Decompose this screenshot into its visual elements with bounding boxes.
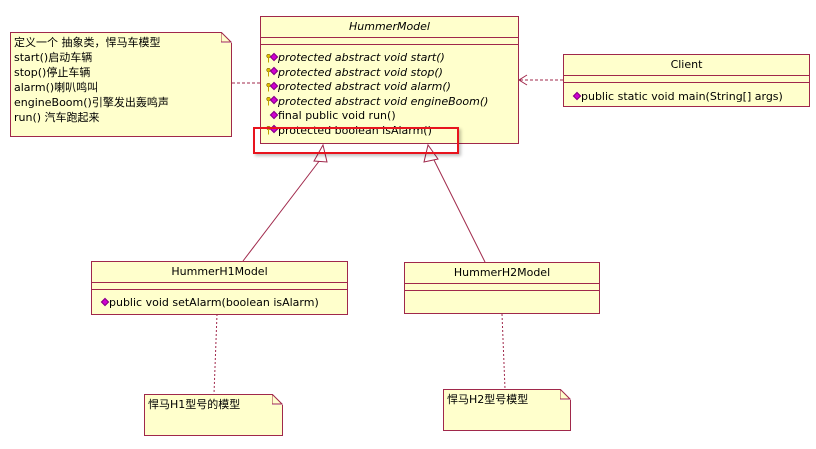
public-diamond-icon: [265, 110, 279, 122]
note-line: engineBoom()引擎发出轰鸣声: [14, 96, 169, 109]
client-dependency-arrow: [518, 74, 563, 86]
class-hummer-model[interactable]: HummerModel protected abstract void star…: [260, 16, 519, 144]
note-fold: [559, 387, 572, 400]
note-line: 定义一个 抽象类，悍马车模型: [14, 36, 161, 49]
protected-key-icon: [265, 96, 279, 107]
protected-key-icon: [265, 52, 279, 64]
note-line: alarm()喇叭鸣叫: [14, 81, 99, 94]
operations-compartment: protected abstract void start() protecte…: [261, 45, 518, 138]
attributes-compartment: [405, 284, 599, 291]
note-text: 悍马H1型号的模型: [148, 398, 241, 411]
note-h1-anchor: [213, 313, 218, 395]
note-line: start()启动车辆: [14, 51, 93, 64]
protected-key-icon: [265, 67, 279, 78]
class-name: HummerH2Model: [405, 263, 599, 284]
note-fold: [271, 392, 284, 405]
note-hummer-model: 定义一个 抽象类，悍马车模型 start()启动车辆 stop()停止车辆 al…: [10, 30, 233, 137]
note-text: 悍马H2型号模型: [447, 393, 529, 406]
note-h2: 悍马H2型号模型: [443, 387, 572, 431]
class-client[interactable]: Client public static void main(String[] …: [563, 54, 810, 107]
operation-main[interactable]: public static void main(String[] args): [564, 90, 809, 105]
operation-set-alarm[interactable]: public void setAlarm(boolean isAlarm): [92, 296, 347, 311]
highlight-box: [253, 127, 459, 154]
note-fold: [220, 30, 233, 43]
attributes-compartment: [92, 283, 347, 290]
note-h2-anchor: [501, 313, 506, 390]
public-diamond-icon: [568, 91, 582, 103]
h2-generalization-arrow: [423, 143, 486, 263]
note-h1: 悍马H1型号的模型: [144, 392, 284, 436]
h1-generalization-arrow: [242, 143, 328, 262]
attributes-compartment: [564, 76, 809, 83]
operation-run[interactable]: final public void run(): [261, 109, 518, 124]
class-hummer-h2-model[interactable]: HummerH2Model: [404, 262, 600, 314]
operation-start[interactable]: protected abstract void start(): [261, 51, 518, 66]
class-name: HummerModel: [261, 17, 518, 38]
operations-compartment: public void setAlarm(boolean isAlarm): [92, 290, 347, 311]
class-name: HummerH1Model: [92, 262, 347, 283]
note-line: run() 汽车跑起来: [14, 111, 100, 124]
operation-alarm[interactable]: protected abstract void alarm(): [261, 80, 518, 95]
operations-compartment: public static void main(String[] args): [564, 83, 809, 105]
class-hummer-h1-model[interactable]: HummerH1Model public void setAlarm(boole…: [91, 261, 348, 315]
operation-engine-boom[interactable]: protected abstract void engineBoom(): [261, 95, 518, 110]
protected-key-icon: [265, 81, 279, 93]
public-diamond-icon: [96, 297, 110, 309]
operation-stop[interactable]: protected abstract void stop(): [261, 66, 518, 81]
note-line: stop()停止车辆: [14, 66, 91, 79]
attributes-compartment: [261, 38, 518, 45]
class-name: Client: [564, 55, 809, 76]
